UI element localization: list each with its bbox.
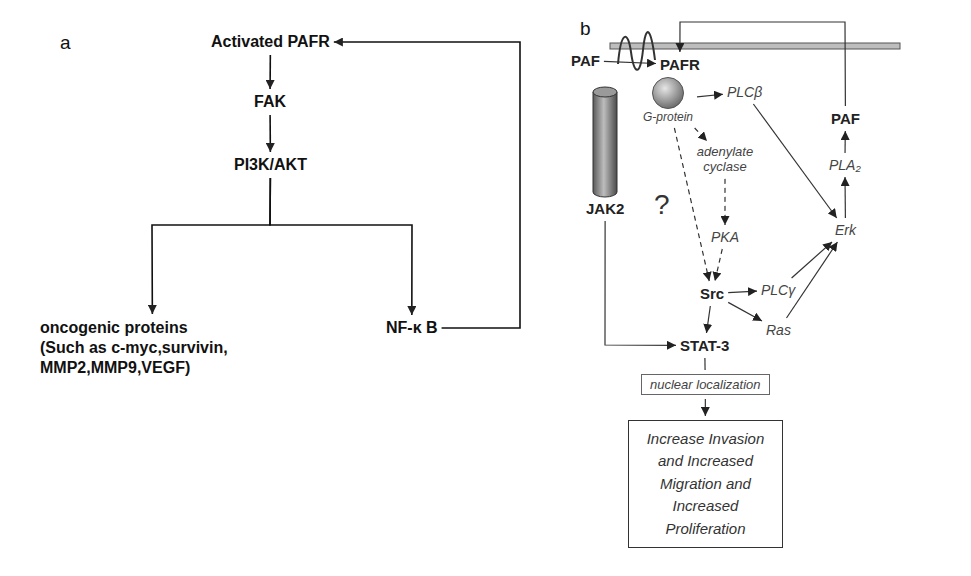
node-text: FAK (254, 93, 286, 111)
pathway-node: NF-κ B (386, 319, 438, 337)
connector (844, 177, 846, 218)
connector (753, 104, 836, 218)
receptor-symbol (618, 32, 655, 70)
pathway-node: PI3K/AKT (234, 156, 307, 174)
node-text: NF-κ B (386, 319, 438, 337)
node-text: Ras (766, 322, 791, 338)
g-protein-symbol (651, 76, 685, 110)
pathway-node: Erk (835, 222, 856, 238)
g-protein-node: G-protein (643, 76, 693, 124)
connector (334, 42, 520, 328)
connector (715, 249, 722, 281)
node-text: (Such as c-myc,survivin, MMP2,MMP9,VEGF) (40, 338, 265, 378)
pathway-node: Activated PAFR (211, 33, 330, 51)
node-text: Increase Invasion and Increased Migratio… (635, 428, 776, 541)
kinase-symbol (592, 86, 618, 200)
node-text: PAFR (660, 56, 700, 73)
connector (269, 115, 271, 152)
connector (705, 399, 706, 416)
node-text: STAT-3 (680, 337, 729, 354)
receptor-node: PAFR (660, 56, 700, 73)
pathway-node: PLCγ (761, 282, 795, 298)
connector (786, 242, 837, 318)
connector (844, 131, 845, 153)
node-text: PKA (711, 229, 739, 245)
node-text: PAF (571, 52, 600, 69)
connector (695, 128, 707, 141)
node-text: Erk (835, 222, 856, 238)
pathway-node: PLA₂ (829, 157, 861, 173)
node-text: PLCβ (727, 84, 762, 100)
panel-label: a (60, 32, 71, 54)
panel-label: b (580, 18, 591, 40)
connector (269, 55, 271, 89)
node-text: PLA₂ (829, 157, 861, 173)
pathway-node: STAT-3 (680, 337, 729, 354)
pathway-node: adenylate cyclase (689, 145, 761, 175)
connector (728, 291, 757, 293)
node-text: PI3K/AKT (234, 156, 307, 174)
connector (605, 221, 676, 345)
pathway-node: Ras (766, 322, 791, 338)
node-text: PLCγ (761, 282, 795, 298)
node-text: PAF (831, 110, 860, 127)
ligand-node: PAF (571, 52, 600, 69)
cylinder-body (593, 92, 617, 197)
kinase-node: JAK2 (586, 86, 624, 217)
connector (270, 178, 412, 315)
pathway-node: Src (700, 285, 724, 302)
connector (724, 179, 725, 225)
node-text: adenylate cyclase (689, 145, 761, 175)
pathway-node: PLCβ (727, 84, 762, 100)
connector (604, 61, 656, 63)
node-text: JAK2 (586, 200, 624, 217)
ligand-node: PAF (831, 110, 860, 127)
connector (680, 22, 845, 106)
connector (706, 306, 710, 333)
process-box: nuclear localization (641, 374, 770, 395)
node-text: oncogenic proteins (40, 318, 265, 338)
node-text: G-protein (643, 110, 693, 124)
unknown-mark: ? (654, 189, 670, 221)
pathway-node: PKA (711, 229, 739, 245)
cylinder-top (593, 87, 617, 97)
connector (697, 94, 723, 97)
pathway-node: FAK (254, 93, 286, 111)
node-text: Src (700, 285, 724, 302)
output-node: oncogenic proteins(Such as c-myc,survivi… (40, 318, 265, 378)
g-protein-circle (653, 78, 684, 109)
node-text: nuclear localization (650, 377, 761, 392)
outcome-box: Increase Invasion and Increased Migratio… (628, 420, 783, 548)
connector (152, 178, 270, 314)
connector (728, 302, 762, 321)
node-text: Activated PAFR (211, 33, 330, 51)
connector (704, 358, 705, 370)
